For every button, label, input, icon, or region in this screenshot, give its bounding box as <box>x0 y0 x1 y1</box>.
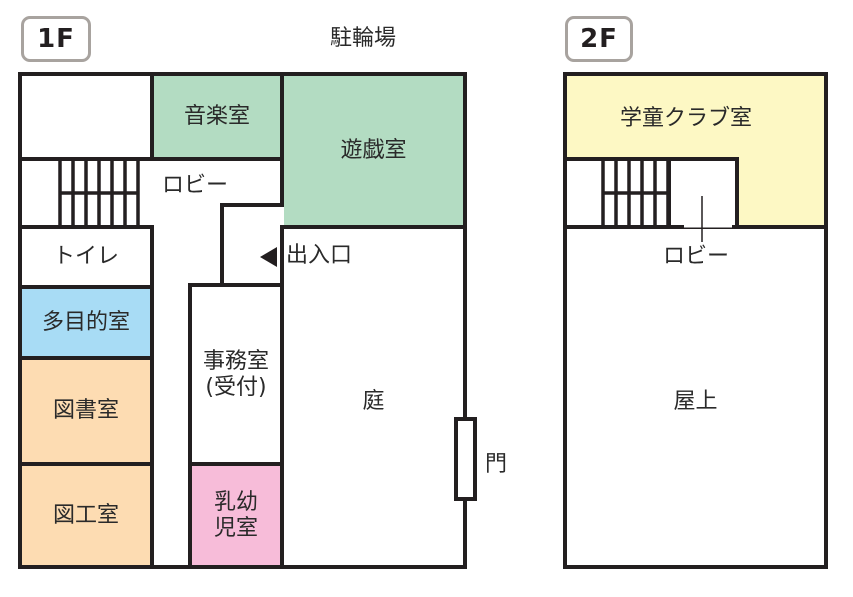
entrance-vestibule[interactable] <box>220 225 284 287</box>
room-2f-lobby-label: ロビー <box>663 244 730 269</box>
room-rooftop-label: 屋上 <box>673 389 718 414</box>
floor-badge-1f: 1F <box>21 16 91 62</box>
room-playroom-label: 遊戯室 <box>340 137 407 163</box>
room-garden[interactable]: 庭 <box>280 225 467 569</box>
room-infant-label-2: 児室 <box>213 515 258 541</box>
room-craft-label: 図工室 <box>52 502 119 528</box>
room-1f-lobby-label: ロビー <box>162 173 229 198</box>
room-office-label-1: 事務室 <box>202 348 269 374</box>
bicycle-parking-label: 駐輪場 <box>330 26 397 51</box>
room-club-label: 学童クラブ室 <box>620 106 753 131</box>
room-toilet[interactable]: トイレ <box>18 225 154 289</box>
room-toilet-label: トイレ <box>52 244 119 269</box>
entrance-label: 出入口 <box>286 243 353 268</box>
room-office-label-2: (受付) <box>205 374 267 400</box>
room-infant-label-1: 乳幼 <box>213 489 258 515</box>
room-craft[interactable]: 図工室 <box>18 462 154 569</box>
corridor-bottom-wall <box>150 565 194 569</box>
room-garden-label: 庭 <box>362 389 385 414</box>
room-infant[interactable]: 乳幼 児室 <box>188 462 284 569</box>
1f-stair-hall <box>18 157 154 229</box>
room-rooftop[interactable]: 屋上 <box>563 225 828 569</box>
room-1f-storage[interactable] <box>18 72 154 161</box>
2f-stair-divider <box>668 159 671 227</box>
room-office[interactable]: 事務室 (受付) <box>188 283 284 466</box>
2f-stair-hall <box>563 157 739 229</box>
room-library[interactable]: 図書室 <box>18 356 154 466</box>
room-playroom[interactable]: 遊戯室 <box>280 72 467 229</box>
room-multipurpose[interactable]: 多目的室 <box>18 285 154 360</box>
room-music[interactable]: 音楽室 <box>150 72 284 161</box>
gate-label: 門 <box>485 452 508 477</box>
room-library-label: 図書室 <box>52 398 119 423</box>
floor-badge-2f: 2F <box>565 16 633 62</box>
room-multipurpose-label: 多目的室 <box>41 309 130 335</box>
room-music-label: 音楽室 <box>183 103 250 129</box>
